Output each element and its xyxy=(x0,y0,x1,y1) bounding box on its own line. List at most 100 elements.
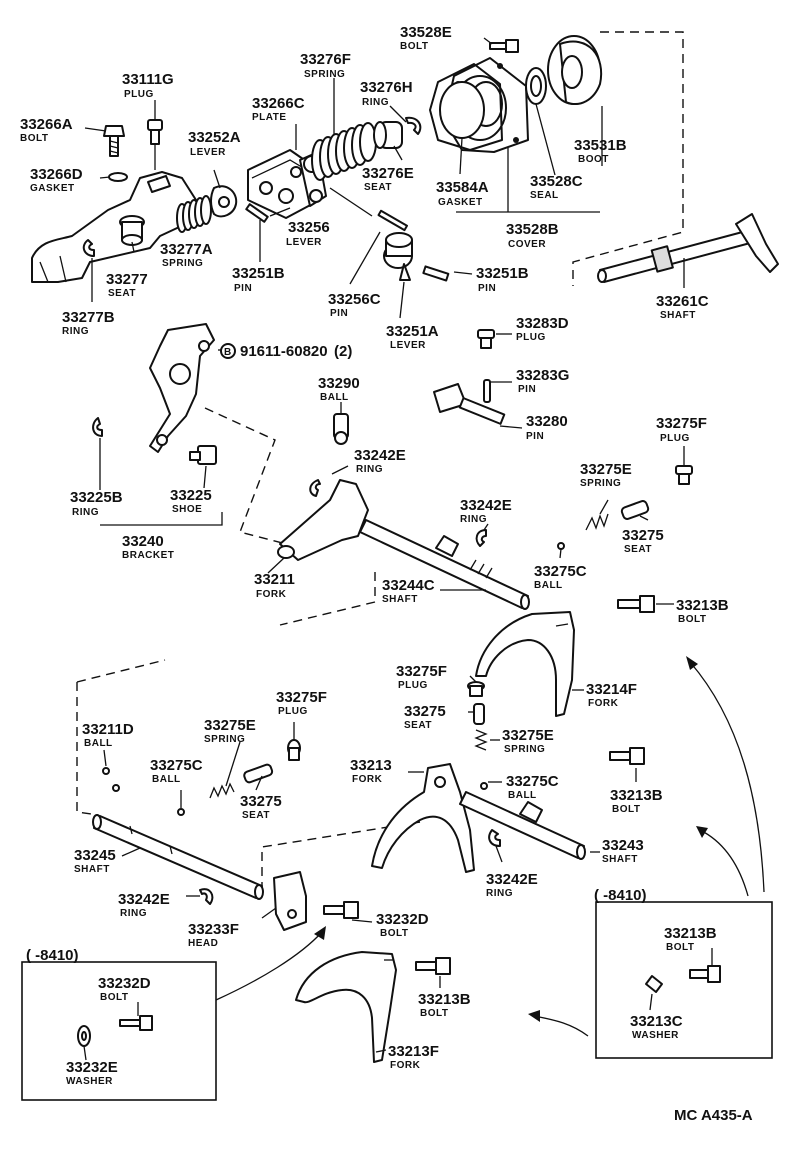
ball-33290 xyxy=(333,413,349,445)
std-bolt-marker xyxy=(220,343,236,359)
part-name: SEAT xyxy=(624,544,652,555)
ring-33277B xyxy=(82,239,95,257)
part-number: 33213F xyxy=(388,1043,439,1060)
ball-33275C-top xyxy=(557,542,565,550)
part-name: BALL xyxy=(84,738,113,749)
head-33233F xyxy=(273,871,307,931)
part-name: SHOE xyxy=(172,504,202,515)
part-name: BALL xyxy=(152,774,181,785)
part-number: 33275F xyxy=(276,689,327,706)
part-name: PLUG xyxy=(278,706,308,717)
part-number: 33275 xyxy=(622,527,664,544)
part-name: SEAT xyxy=(242,810,270,821)
part-name: BOLT xyxy=(380,928,408,939)
part-number: 33280 xyxy=(526,413,568,430)
part-name: SPRING xyxy=(162,258,203,269)
part-number: 33242E xyxy=(118,891,170,908)
part-number: 33213B xyxy=(676,597,729,614)
part-number: 33232D xyxy=(376,911,429,928)
bolt-33266A xyxy=(103,125,125,157)
part-name: BOLT xyxy=(666,942,694,953)
ball-33211D xyxy=(102,767,110,775)
bolt-33232D xyxy=(323,901,359,919)
shaft-33245 xyxy=(92,814,264,900)
part-number: 33225B xyxy=(70,489,123,506)
case-fragment xyxy=(31,171,197,283)
part-number: 33266A xyxy=(20,116,73,133)
part-name: BOLT xyxy=(20,133,48,144)
plug-33275F-top xyxy=(675,465,693,485)
shaft-33261C xyxy=(597,213,779,283)
gasket-33266D xyxy=(108,172,128,182)
part-number: 33275E xyxy=(580,461,632,478)
part-number: 33276H xyxy=(360,79,413,96)
part-number: 33275F xyxy=(656,415,707,432)
part-name: LEVER xyxy=(190,147,226,158)
part-number: 33528E xyxy=(400,24,452,41)
leader-lines xyxy=(83,37,713,1061)
part-name: SHAFT xyxy=(74,864,110,875)
part-number: 33251B xyxy=(232,265,285,282)
part-name: BOLT xyxy=(420,1008,448,1019)
seat-33275-low xyxy=(243,763,274,784)
part-name: PIN xyxy=(234,283,252,294)
part-name: FORK xyxy=(256,589,287,600)
part-name: BOOT xyxy=(578,154,609,165)
part-number: 33242E xyxy=(460,497,512,514)
part-number: 33261C xyxy=(656,293,709,310)
washer-33213C xyxy=(645,975,663,993)
pin-33251B-left xyxy=(245,203,269,223)
shaft-33243 xyxy=(459,791,586,860)
part-number: B xyxy=(224,347,232,358)
reference-arrows xyxy=(215,656,765,1037)
spring-33275E-low xyxy=(209,782,235,799)
seat-33275-top xyxy=(620,500,650,520)
bolt-33213B-mid xyxy=(609,747,645,765)
part-name: WASHER xyxy=(632,1030,679,1041)
part-number: 33266C xyxy=(252,95,305,112)
part-name: PLUG xyxy=(516,332,546,343)
part-name: PIN xyxy=(330,308,348,319)
part-number: 33245 xyxy=(74,847,116,864)
plug-33283D xyxy=(477,329,495,349)
part-number: 33244C xyxy=(382,577,435,594)
plate-33266C xyxy=(247,149,317,219)
fork-33211 xyxy=(277,479,369,561)
part-number: 33277 xyxy=(106,271,148,288)
part-number: 33252A xyxy=(188,129,241,146)
part-number: 33276F xyxy=(300,51,351,68)
fork-33214F xyxy=(475,611,575,717)
part-name: SHAFT xyxy=(382,594,418,605)
part-name: 91611-60820 xyxy=(240,343,328,360)
part-number: 33275F xyxy=(396,663,447,680)
part-number: 33111G xyxy=(122,71,174,88)
part-name: BOLT xyxy=(100,992,128,1003)
bolt-33213B-inset xyxy=(689,965,721,983)
part-name: SEAT xyxy=(404,720,432,731)
bolt-33232D-inset xyxy=(119,1015,153,1031)
part-name: PIN xyxy=(478,283,496,294)
